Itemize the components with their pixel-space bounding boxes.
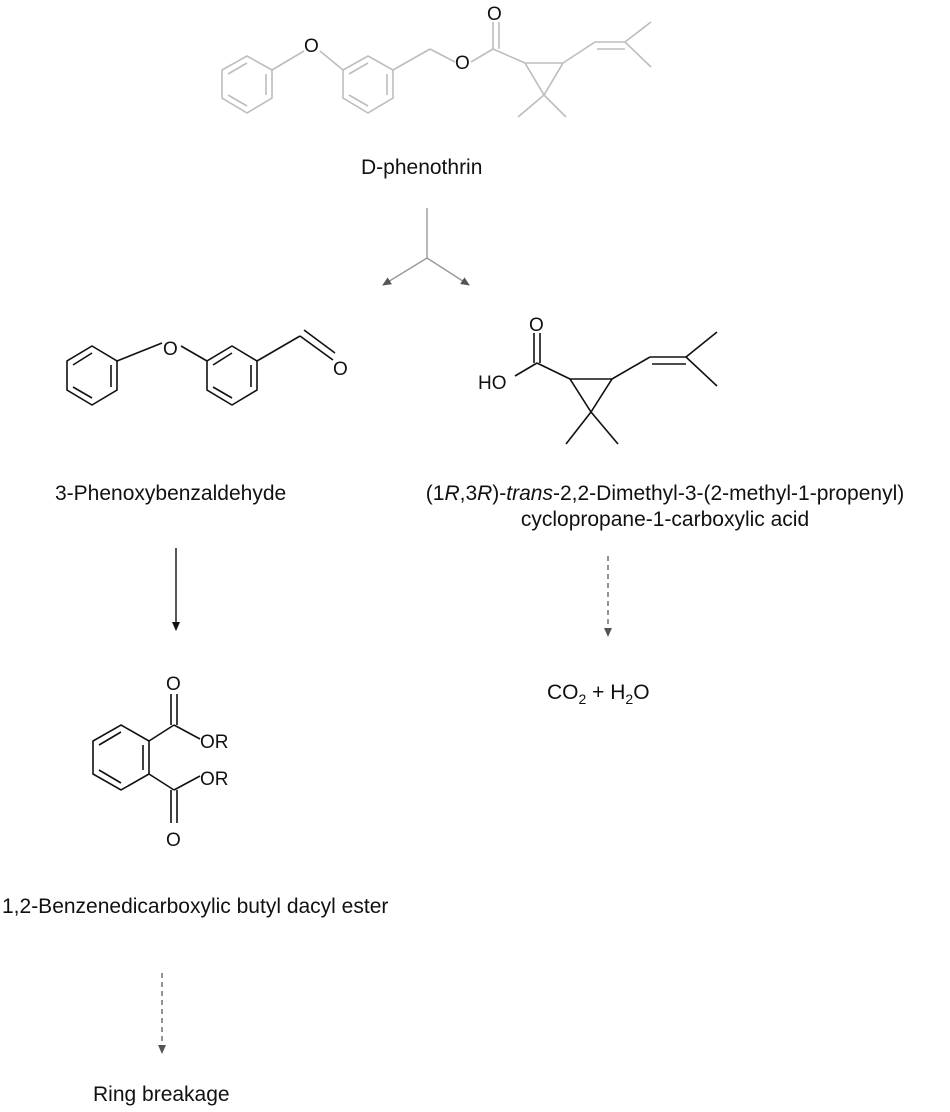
label-d-phenothrin: D-phenothrin <box>361 156 483 179</box>
atom-o-ether-aldehyde: O <box>163 339 178 360</box>
atom-o-carbonyl-acid: O <box>529 315 544 336</box>
atom-o-carbonyl-lower: O <box>166 830 181 851</box>
label-phthalate-ester: 1,2-Benzenedicarboxylic butyl dacyl este… <box>2 895 389 918</box>
structure-chrysanthemic-acid <box>514 331 718 445</box>
atom-or-upper: OR <box>200 732 229 753</box>
structure-phthalate-ester <box>92 694 201 823</box>
atom-or-lower: OR <box>200 769 229 790</box>
split-arrow <box>382 208 470 286</box>
label-acid: (1R,3R)-trans-2,2-Dimethyl-3-(2-methyl-1… <box>384 481 946 533</box>
structure-phenothrin <box>221 21 652 118</box>
label-acid-line1: (1R,3R)-trans-2,2-Dimethyl-3-(2-methyl-1… <box>425 482 905 505</box>
label-3-phenoxybenzaldehyde: 3-Phenoxybenzaldehyde <box>55 482 287 505</box>
label-acid-line2: cyclopropane-1-carboxylic acid <box>520 508 810 531</box>
label-co2-h2o: CO2 + H2O <box>547 681 650 708</box>
structure-3-phenoxybenzaldehyde <box>66 329 336 406</box>
atom-o-carbonyl-upper: O <box>166 674 181 695</box>
atom-o-ether-phenothrin: O <box>304 36 319 57</box>
atom-o-carbonyl-phenothrin: O <box>487 4 502 25</box>
atom-ho-acid: HO <box>478 373 507 394</box>
label-ring-breakage: Ring breakage <box>93 1083 230 1106</box>
atom-o-ester-phenothrin: O <box>455 53 470 74</box>
atom-o-carbonyl-aldehyde: O <box>333 359 348 380</box>
